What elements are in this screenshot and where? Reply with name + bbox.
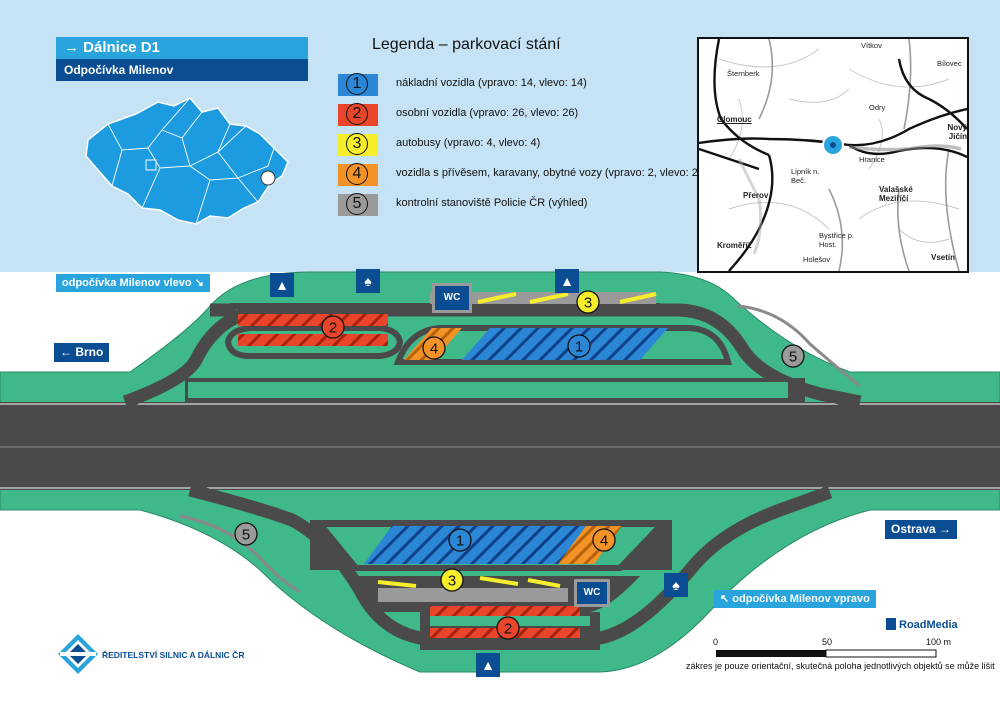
place-odry: Odry <box>869 103 886 112</box>
right-area-label: ↖ odpočívka Milenov vpravo <box>714 590 876 608</box>
disclaimer-note: zákres je pouze orientační, skutečná pol… <box>686 661 995 671</box>
svg-text:1: 1 <box>456 533 464 550</box>
roadmedia-logo: RoadMedia <box>886 618 958 631</box>
inset-map: Vítkov Šternberk Bílovec Odry Olomouc No… <box>697 37 969 273</box>
place-valasske-mezirici: Valašské Meziříčí <box>879 185 913 203</box>
picnic-sign-north-2: ▲ <box>555 269 579 293</box>
place-kromeriz: Kroměříž <box>717 241 752 250</box>
marker-2-south: 2 <box>496 616 520 640</box>
legend-number: 3 <box>346 133 368 155</box>
motorway-north <box>0 402 1000 446</box>
svg-text:3: 3 <box>584 295 592 312</box>
legend-title: Legenda – parkovací stání <box>372 36 561 53</box>
scale-tick-0: 0 <box>713 637 719 647</box>
marker-1-north: 1 <box>567 334 591 358</box>
direction-ostrava: Ostrava → <box>885 520 958 539</box>
svg-text:2: 2 <box>504 621 512 638</box>
legend-number: 5 <box>346 193 368 215</box>
scale-tick-50: 50 <box>822 637 833 647</box>
place-bystrice: Bystřice p. Host. <box>819 231 855 249</box>
picnic-sign-south: ▲ <box>476 653 500 677</box>
place-olomouc: Olomouc <box>717 115 752 124</box>
parking-markers: 2 3 4 1 5 5 1 4 3 2 <box>234 290 805 640</box>
motorway-south <box>0 448 1000 490</box>
marker-3-north: 3 <box>576 290 600 314</box>
legend-text: vozidla s přívěsem, karavany, obytné voz… <box>396 167 702 179</box>
svg-text:3: 3 <box>448 573 456 590</box>
svg-text:5: 5 <box>242 527 250 544</box>
czech-map <box>85 97 289 225</box>
playground-sign-north: ♠ <box>356 269 380 293</box>
marker-3-south: 3 <box>440 568 464 592</box>
marker-5-north: 5 <box>781 344 805 368</box>
rest-area-plan: 2 3 4 1 5 5 1 4 3 2 <box>0 271 1000 673</box>
title-box: → Dálnice D1 Odpočívka Milenov <box>56 37 308 81</box>
place-prerov: Přerov <box>743 191 769 200</box>
rsd-logo-icon <box>58 634 98 674</box>
place-vsetin: Vsetín <box>931 253 956 262</box>
picnic-sign-north-1: ▲ <box>270 273 294 297</box>
marker-4-south: 4 <box>592 528 616 552</box>
location-marker <box>260 170 276 186</box>
legend-number: 2 <box>346 103 368 125</box>
svg-text:4: 4 <box>600 533 608 550</box>
marker-1-south: 1 <box>448 528 472 552</box>
playground-sign-south: ♠ <box>664 573 688 597</box>
marker-4-north: 4 <box>422 336 446 360</box>
wc-building-north: WC <box>432 283 472 313</box>
place-hranice: Hranice <box>859 155 885 164</box>
svg-text:4: 4 <box>430 341 438 358</box>
rsd-authority-name: ŘEDITELSTVÍ SILNIC A DÁLNIC ČR <box>102 650 245 660</box>
marker-5-south: 5 <box>234 522 258 546</box>
place-novy-jicin: Nový Jičín <box>947 123 967 141</box>
scale-tick-100: 100 m <box>926 637 952 647</box>
place-lipnik: Lipník n. Beč. <box>791 167 820 185</box>
left-area-label: odpočívka Milenov vlevo ↘ <box>56 274 210 292</box>
place-bilovec: Bílovec <box>937 59 962 68</box>
highway-title: → Dálnice D1 <box>56 37 308 59</box>
wc-building-south: WC <box>574 579 610 607</box>
scale-bar <box>716 649 937 658</box>
rest-area-title: Odpočívka Milenov <box>56 59 308 81</box>
legend-number: 1 <box>346 73 368 95</box>
legend-number: 4 <box>346 163 368 185</box>
svg-text:5: 5 <box>789 349 797 366</box>
legend-text: autobusy (vpravo: 4, vlevo: 4) <box>396 137 541 149</box>
legend-text: nákladní vozidla (vpravo: 14, vlevo: 14) <box>396 77 587 89</box>
place-holesov: Holešov <box>803 255 831 264</box>
svg-text:2: 2 <box>329 320 337 337</box>
place-vitkov: Vítkov <box>861 41 882 50</box>
direction-brno: ← Brno <box>54 343 110 362</box>
marker-2-north: 2 <box>321 315 345 339</box>
legend-text: kontrolní stanoviště Policie ČR (výhled) <box>396 197 588 209</box>
legend-text: osobní vozidla (vpravo: 26, vlevo: 26) <box>396 107 579 119</box>
svg-text:1: 1 <box>575 339 583 356</box>
place-sternberk: Šternberk <box>727 69 760 78</box>
